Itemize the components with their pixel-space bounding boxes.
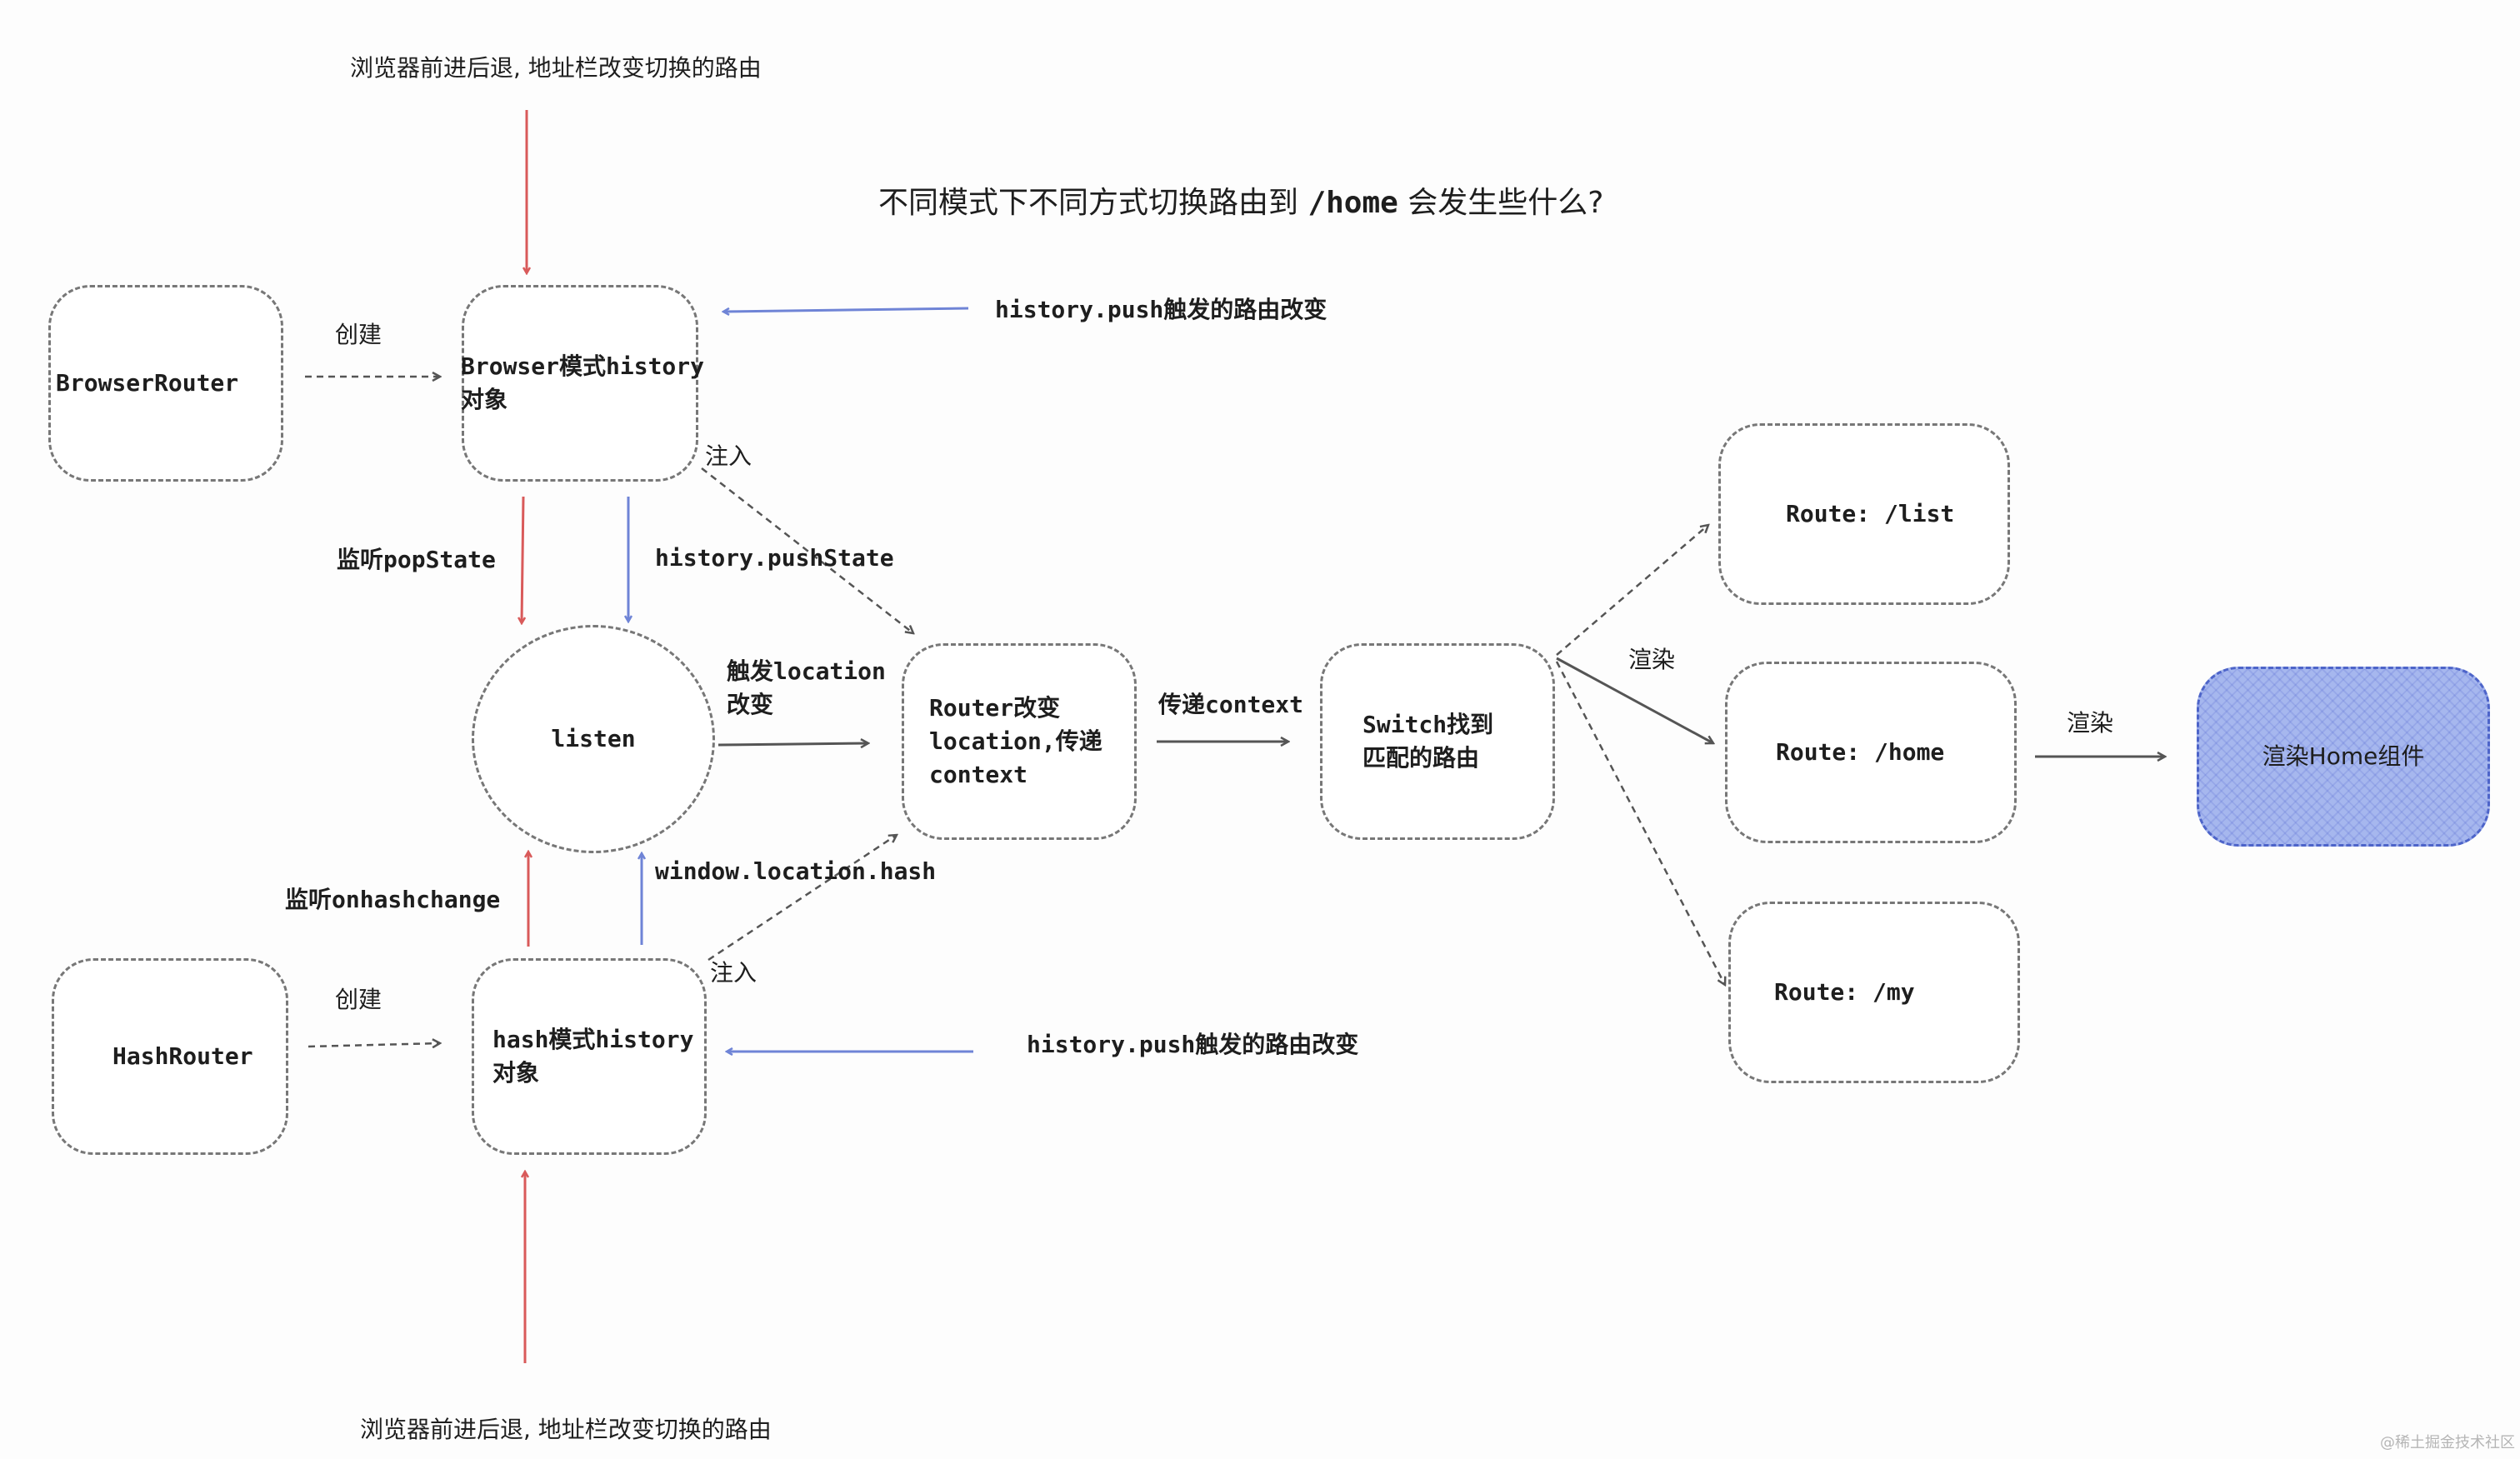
label-inject-bottom: 注入: [710, 959, 758, 987]
title-text-end: 会发生些什么?: [1398, 186, 1604, 220]
title-text-start: 不同模式下不同方式切换路由到: [878, 186, 1308, 220]
arrow-listen-to-router: [718, 743, 868, 745]
arrow-switch-to-route-home: [1556, 657, 1713, 743]
arrow-inject-hash-to-router: [708, 835, 897, 962]
node-hash-history-label: hash模式history 对象: [492, 1026, 694, 1087]
label-trigger-location: 触发location 改变: [727, 657, 886, 718]
label-browser-nav-top: 浏览器前进后退, 地址栏改变切换的路由: [350, 54, 762, 82]
label-listen-popstate: 监听popState: [337, 546, 496, 573]
node-hash-router-label: HashRouter: [112, 1042, 253, 1070]
arrow-inject-browser-to-router: [701, 467, 913, 633]
node-hash-history: hash模式history 对象: [472, 958, 707, 1155]
arrow-switch-to-route-list: [1556, 525, 1708, 656]
node-route-my: Route: /my: [1728, 902, 2020, 1083]
node-browser-router-label: BrowserRouter: [56, 369, 239, 397]
node-switch: Switch找到 匹配的路由: [1320, 643, 1555, 840]
node-route-list-label: Route: /list: [1786, 500, 1955, 527]
watermark: @稀土掘金技术社区: [2380, 1434, 2515, 1452]
node-switch-label: Switch找到 匹配的路由: [1362, 711, 1494, 772]
label-history-push-bottom: history.push触发的路由改变: [1027, 1031, 1359, 1058]
arrow-push-to-browser-history: [723, 307, 969, 312]
label-pass-context: 传递context: [1158, 691, 1304, 718]
node-hash-router: HashRouter: [52, 958, 288, 1155]
label-window-hash: window.location.hash: [655, 857, 937, 885]
node-listen-label: listen: [551, 725, 636, 752]
node-browser-router: BrowserRouter: [48, 285, 283, 482]
arrow-popstate-to-listen: [522, 496, 523, 623]
label-push-state: history.pushState: [655, 544, 894, 572]
node-route-my-label: Route: /my: [1774, 978, 1915, 1006]
label-create-bottom: 创建: [335, 986, 382, 1013]
node-render-home: 渲染Home组件: [2197, 667, 2490, 847]
diagram-title: 不同模式下不同方式切换路由到 /home 会发生些什么?: [878, 143, 1603, 223]
label-listen-hashchange: 监听onhashchange: [285, 886, 501, 913]
node-browser-history: Browser模式history 对象: [461, 285, 704, 482]
node-browser-history-label: Browser模式history 对象: [461, 352, 705, 413]
node-render-home-label: 渲染Home组件: [2262, 742, 2425, 770]
node-route-home: Route: /home: [1725, 662, 2017, 843]
title-code: /home: [1308, 186, 1398, 220]
arrow-switch-to-route-my: [1555, 661, 1725, 985]
node-router-label: Router改变 location,传递 context: [929, 694, 1102, 788]
node-listen: listen: [472, 625, 715, 853]
label-render-switch: 渲染: [1628, 646, 1676, 673]
label-inject-top: 注入: [705, 442, 752, 470]
label-create-top: 创建: [335, 321, 382, 348]
node-router: Router改变 location,传递 context: [902, 643, 1137, 840]
label-history-push-top: history.push触发的路由改变: [995, 296, 1328, 323]
node-route-list: Route: /list: [1718, 423, 2010, 605]
arrow-hash-router-create: [308, 1043, 440, 1047]
label-render-home: 渲染: [2067, 709, 2114, 737]
node-route-home-label: Route: /home: [1776, 738, 1945, 766]
label-browser-nav-bottom: 浏览器前进后退, 地址栏改变切换的路由: [360, 1416, 772, 1443]
